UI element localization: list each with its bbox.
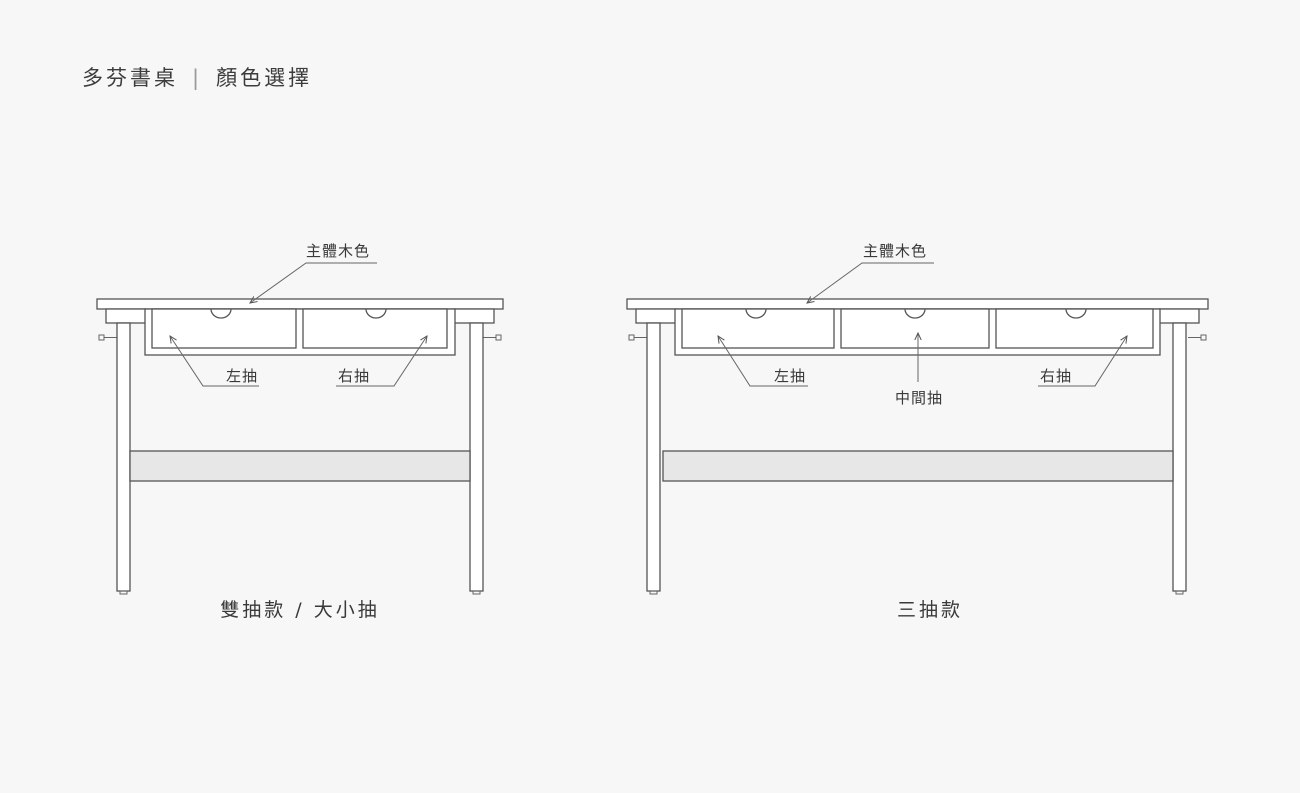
product-name: 多芬書桌: [82, 66, 178, 90]
callout-left-line: [718, 336, 808, 387]
label-right-drawer: 右抽: [1040, 367, 1072, 385]
title-separator: |: [192, 66, 203, 90]
drawer-right-handle: [365, 308, 387, 319]
label-left-drawer: 左抽: [774, 367, 806, 385]
label-body: 主體木色: [863, 242, 927, 260]
leg-right: [1172, 322, 1187, 592]
desk-top: [626, 298, 1209, 310]
drawer-right: [995, 308, 1154, 349]
bolt-left: [628, 334, 635, 341]
section-name: 顏色選擇: [216, 66, 313, 90]
label-body: 主體木色: [306, 242, 370, 260]
drawer-left-handle: [745, 308, 767, 319]
drawer-left-handle: [210, 308, 232, 319]
caption-two-drawer: 雙抽款 / 大小抽: [220, 599, 379, 621]
desk-top: [96, 298, 504, 310]
apron-left: [635, 308, 677, 324]
callout-body-line: [807, 262, 934, 303]
leg-right: [469, 322, 484, 592]
bolt-left: [98, 334, 105, 341]
callout-left-line: [170, 336, 259, 387]
apron-right: [1158, 308, 1200, 324]
page-title: 多芬書桌 | 顏色選擇: [82, 62, 312, 92]
leg-left: [116, 322, 131, 592]
callout-right-line: [336, 336, 427, 387]
leg-left: [646, 322, 661, 592]
desk-three-drawer: 主體木色 左抽 中間抽 右抽 三抽款: [626, 242, 1209, 621]
drawer-right-handle: [1065, 308, 1087, 319]
bolt-right: [1200, 334, 1207, 341]
drawer-middle-handle: [904, 308, 926, 319]
desk-two-drawer: 主體木色 左抽 右抽 雙抽款 / 大小抽: [96, 242, 504, 621]
label-middle-drawer: 中間抽: [895, 389, 943, 407]
label-left-drawer: 左抽: [226, 367, 258, 385]
stretcher: [129, 450, 471, 482]
drawer-left: [681, 308, 835, 349]
label-right-drawer: 右抽: [338, 367, 370, 385]
caption-three-drawer: 三抽款: [897, 599, 963, 621]
apron-left: [105, 308, 147, 324]
drawer-middle: [840, 308, 990, 349]
callout-right-line: [1038, 336, 1127, 387]
bolt-right: [495, 334, 502, 341]
drawer-right: [302, 308, 448, 349]
stretcher: [662, 450, 1174, 482]
apron-right: [453, 308, 495, 324]
callout-body-line: [250, 262, 377, 303]
